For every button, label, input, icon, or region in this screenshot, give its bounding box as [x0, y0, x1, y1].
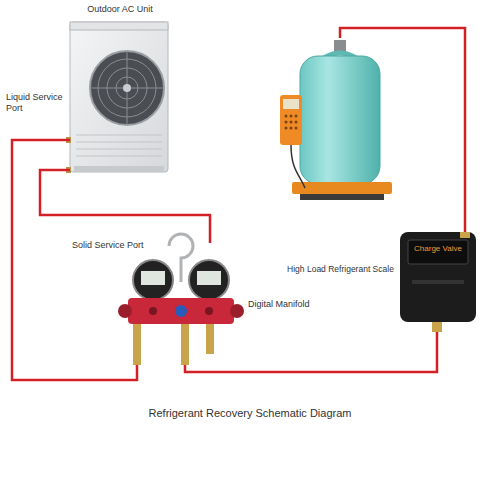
- ac-unit-illustration: [66, 22, 168, 173]
- port-label-text: Solid Service Port: [72, 240, 144, 251]
- charge-valve-illustration: [400, 232, 476, 332]
- port-label: Solid Service Port: [72, 234, 144, 252]
- caption: Refrigerant Recovery Schematic Diagram: [149, 407, 352, 419]
- refrigerant-hose: [12, 140, 137, 380]
- node-label: Outdoor AC Unit: [87, 4, 153, 15]
- port-label-text: Liquid Service Port: [6, 92, 68, 114]
- refrigerant-hose: [185, 332, 437, 372]
- node-label: Digital Manifold: [248, 299, 310, 310]
- manifold-box: Digital Manifold: [120, 243, 310, 365]
- refrigerant-hose: [340, 28, 465, 232]
- valve-box: Charge Valve: [400, 232, 476, 332]
- caption-box: Refrigerant Recovery Schematic Diagram: [0, 403, 500, 421]
- node-label: Charge Valve: [414, 244, 462, 254]
- refrigerant-hose: [40, 170, 210, 243]
- manifold-illustration: [118, 234, 244, 365]
- ac-unit-box: Outdoor AC Unit: [70, 4, 170, 178]
- port-label: Liquid Service Port: [6, 92, 68, 115]
- node-label: High Load Refrigerant Scale: [287, 264, 394, 274]
- tank-scale-illustration: [280, 40, 392, 200]
- scale-box: High Load Refrigerant Scale: [278, 38, 403, 274]
